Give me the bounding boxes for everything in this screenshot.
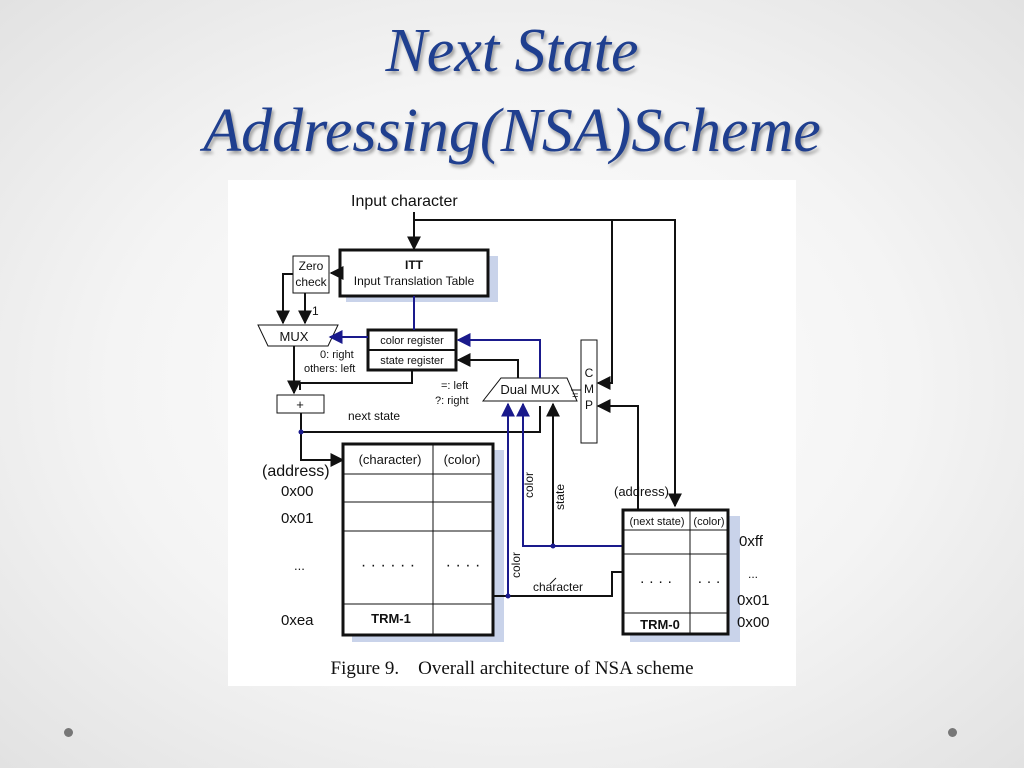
zero-check-box xyxy=(292,255,330,294)
trm0-dots-narrow: · · · xyxy=(697,573,720,590)
junction-dot xyxy=(298,429,304,435)
character-tick xyxy=(549,577,557,585)
cmp-letter-c: C xyxy=(585,366,594,380)
trm0-name: TRM-0 xyxy=(640,617,680,632)
slide-title-line-2: Addressing(NSA)Scheme xyxy=(203,97,821,165)
one-label: 1 xyxy=(312,304,319,318)
cmp-letter-p: P xyxy=(585,398,593,412)
trm1-address-header: (address) xyxy=(262,463,330,480)
trm0-table xyxy=(621,508,730,636)
slide-decoration-dot xyxy=(64,728,73,737)
trm1-table xyxy=(341,442,495,637)
trm1-address: 0x01 xyxy=(281,510,314,527)
trm0-address: ... xyxy=(748,567,758,581)
dual-mux-rule-2: ?: right xyxy=(435,395,469,407)
state-register-label: state register xyxy=(380,355,444,367)
trm0-color-wire xyxy=(516,402,625,547)
trm0-address: 0x00 xyxy=(737,614,770,631)
trm1-address: 0xea xyxy=(281,612,314,629)
trm1-address: ... xyxy=(294,558,305,573)
junction-dot xyxy=(550,543,556,549)
adder-to-trm1 xyxy=(300,432,345,467)
next-state-wire xyxy=(300,406,541,433)
trm0-col-color: (color) xyxy=(693,516,724,528)
mux-shape xyxy=(257,324,339,347)
dual-mux-to-state-register xyxy=(456,353,519,378)
wire-color-label-2: color xyxy=(509,552,523,578)
input-character-label: Input character xyxy=(351,193,458,210)
itt-title: ITT xyxy=(405,258,424,272)
trm1-name: TRM-1 xyxy=(371,611,411,626)
nsa-architecture-figure: Input character ITT Input Translation Ta… xyxy=(228,180,796,686)
trm0-col-next-state: (next state) xyxy=(629,516,684,528)
trm0-address: 0xff xyxy=(739,533,764,550)
junction-dot xyxy=(505,593,511,599)
caption-figure-number: Figure 9. xyxy=(330,658,400,679)
wire-character-label: character xyxy=(533,580,583,594)
itt-box xyxy=(338,248,490,298)
adder-symbol: + xyxy=(296,397,304,412)
trm1-dots-wide: · · · · · · xyxy=(361,557,415,574)
trm1-col-color: (color) xyxy=(444,452,481,467)
trm0-dots-wide: · · · · xyxy=(640,573,672,590)
trm1-address: 0x00 xyxy=(281,483,314,500)
trm0-to-cmp xyxy=(596,399,639,510)
nsa-diagram: Input character ITT Input Translation Ta… xyxy=(257,193,770,642)
dual-mux-rule-1: =: left xyxy=(441,380,468,392)
slide-decoration-dot xyxy=(948,728,957,737)
input-to-trm0-wire xyxy=(414,219,682,508)
cmp-box xyxy=(580,339,598,444)
next-state-label: next state xyxy=(348,409,400,423)
trm0-address-header: (address) xyxy=(614,484,669,499)
dual-mux-shape xyxy=(481,377,578,402)
input-to-cmp-wire xyxy=(596,220,613,390)
trm0-address: 0x01 xyxy=(737,592,770,609)
mux-rule-2: others: left xyxy=(304,363,355,375)
equal-sign: = xyxy=(572,390,578,402)
wire-state-label: state xyxy=(553,484,567,510)
itt-subtitle: Input Translation Table xyxy=(354,274,475,288)
dual-mux-to-color-register xyxy=(456,333,541,378)
slide-title-line-1: Next State xyxy=(385,17,639,85)
zero-check-line-1: Zero xyxy=(299,259,324,273)
dual-mux-label: Dual MUX xyxy=(500,382,560,397)
state-register-to-adder xyxy=(299,370,413,390)
zero-check-line-2: check xyxy=(295,275,327,289)
zero-check-to-mux xyxy=(276,273,293,325)
figure-caption: Figure 9. Overall architecture of NSA sc… xyxy=(228,658,796,680)
trm1-character-wire xyxy=(493,571,625,597)
caption-text: Overall architecture of NSA scheme xyxy=(418,658,694,679)
mux-label: MUX xyxy=(280,329,309,344)
cmp-letter-m: M xyxy=(584,382,594,396)
color-register-label: color register xyxy=(380,335,444,347)
trm1-col-character: (character) xyxy=(359,452,422,467)
wire-color-label-1: color xyxy=(522,472,536,498)
mux-rule-1: 0: right xyxy=(320,349,354,361)
trm1-dots-narrow: · · · · xyxy=(446,557,481,574)
